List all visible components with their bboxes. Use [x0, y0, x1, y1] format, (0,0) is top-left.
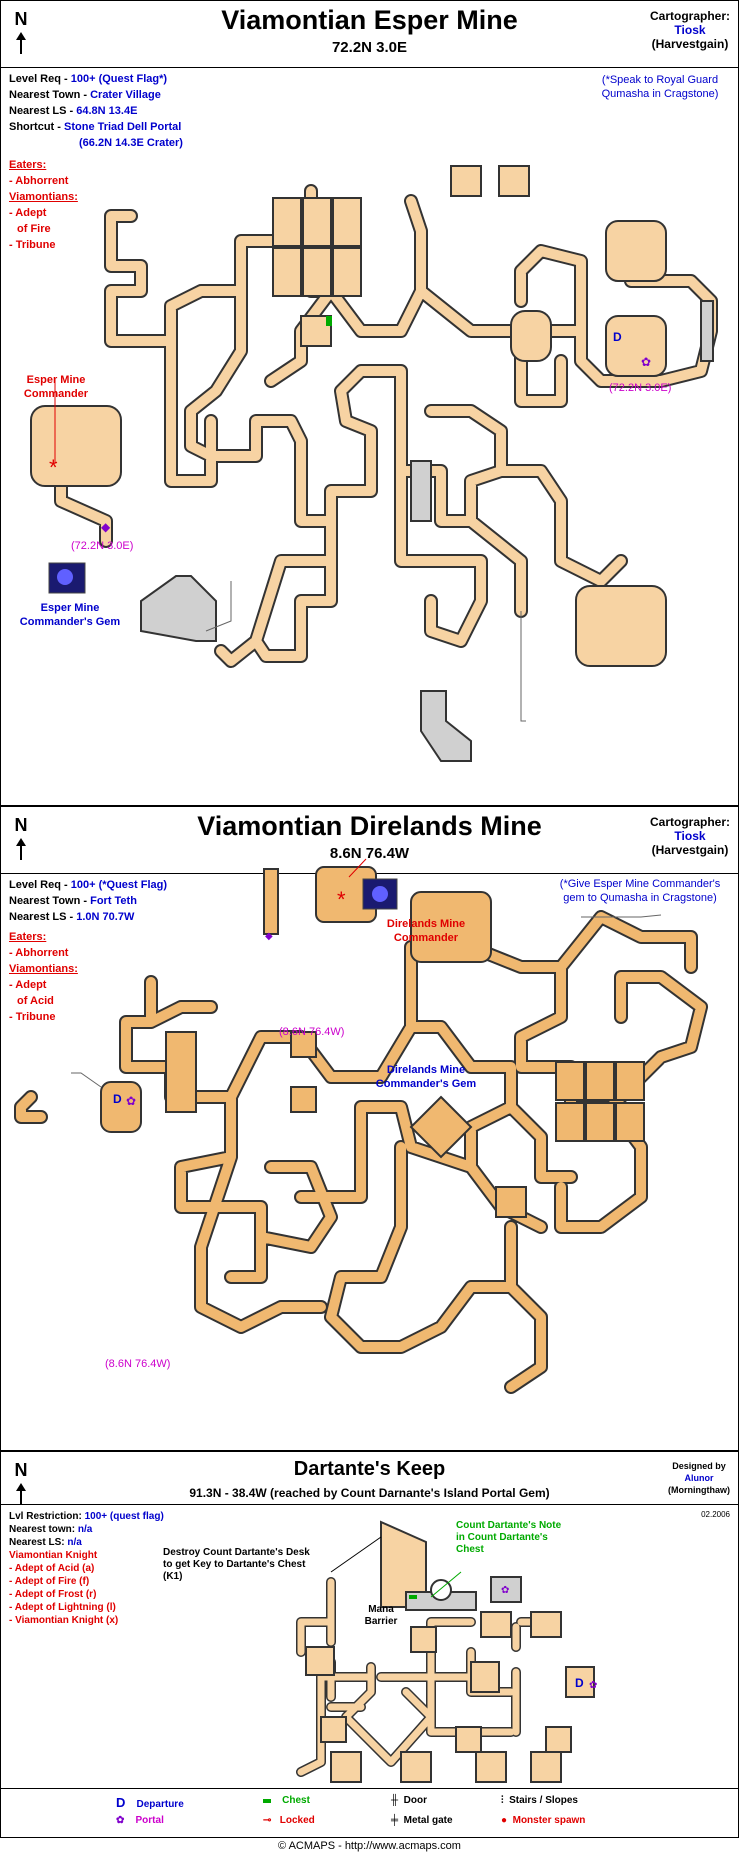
portal-icon: ✿	[501, 1585, 509, 1596]
eaters-list: Eaters: - Abhorrent Viamontians: - Adept…	[9, 931, 78, 1023]
chest-icon	[326, 316, 332, 326]
portal-coord-bottom: (8.6N 76.4W)	[105, 1358, 171, 1370]
mana-barrier-label: Mana Barrier	[364, 1604, 398, 1627]
locked-icon: ⊸	[263, 1815, 272, 1826]
portal-icon: ◆	[265, 931, 273, 942]
map-coords: 72.2N 3.0E	[331, 39, 408, 56]
keep-info: Lvl Restriction: 100+ (quest flag) Neare…	[9, 1511, 164, 1626]
map-coords: 8.6N 76.4W	[329, 845, 410, 862]
map-title: Viamontian Direlands Mine	[197, 811, 542, 841]
chest-icon	[409, 1595, 417, 1599]
departure-icon: D	[113, 1092, 122, 1106]
portal-icon: ◆	[101, 520, 111, 534]
north-arrow-icon: N	[11, 815, 31, 860]
esper-mine-map: * D ✿ ◆	[30, 165, 718, 762]
commander-label: Esper Mine Commander	[23, 374, 89, 400]
commander-label: Direlands Mine Commander	[386, 918, 466, 944]
north-arrow-icon: N	[11, 9, 31, 54]
chest-icon	[263, 1799, 271, 1803]
door-icon: ╫	[391, 1795, 399, 1806]
dartantes-keep-map: D ✿ ✿	[296, 1520, 597, 1783]
esper-mine-header: N Viamontian Esper Mine 72.2N 3.0E Carto…	[1, 1, 738, 68]
quest-note: (*Give Esper Mine Commander's gem to Qum…	[559, 878, 721, 904]
portal-coord-right: (72.2N 3.0E)	[609, 382, 672, 394]
portal-icon: ✿	[589, 1680, 597, 1691]
gem-label: Direlands Mine Commander's Gem	[375, 1064, 477, 1090]
map-coords: 91.3N - 38.4W (reached by Count Darnante…	[189, 1486, 550, 1500]
portal-icon: ✿	[641, 355, 651, 369]
footer: © ACMAPS - http://www.acmaps.com	[278, 1840, 461, 1852]
monster-spawn-icon: *	[337, 887, 346, 912]
esper-mine-panel: N Viamontian Esper Mine 72.2N 3.0E Carto…	[0, 0, 739, 806]
cartographer: Cartographer: Tiosk (Harvestgain)	[649, 815, 730, 857]
portal-coord-top: (8.6N 76.4W)	[279, 1026, 345, 1038]
eaters-list: Eaters: - Abhorrent Viamontians: - Adept…	[9, 159, 78, 251]
dartantes-keep-panel: N Dartante's Keep 91.3N - 38.4W (reached…	[0, 1451, 739, 1829]
monster-spawn-icon: ●	[501, 1815, 508, 1826]
direlands-mine-map: * D ✿ ◆	[14, 858, 708, 1394]
legend: D Departure ✿ Portal Chest ⊸ Locked ╫ Do…	[0, 1788, 739, 1838]
departure-icon: D	[116, 1795, 126, 1810]
portal-icon: ✿	[116, 1815, 125, 1826]
north-arrow-icon: N	[11, 1460, 31, 1505]
gem-label: Esper Mine Commander's Gem	[19, 602, 121, 628]
direlands-mine-panel: N Viamontian Direlands Mine 8.6N 76.4W C…	[0, 806, 739, 1451]
metal-gate-icon: ╪	[391, 1815, 399, 1826]
departure-icon: D	[575, 1676, 584, 1690]
esper-info: Level Req - 100+ (Quest Flag*) Nearest T…	[9, 73, 183, 149]
monster-spawn-icon: *	[49, 455, 58, 480]
count-note: Count Dartante's Note in Count Dartante'…	[456, 1520, 562, 1555]
departure-icon: D	[613, 330, 622, 344]
stairs-icon: ⫶	[501, 1795, 504, 1806]
portal-coord-left: (72.2N 3.0E)	[71, 540, 134, 552]
cartographer: Cartographer: Tiosk (Harvestgain)	[649, 9, 730, 51]
designer: Designed by Alunor (Morningthaw)	[668, 1461, 730, 1495]
map-title: Viamontian Esper Mine	[221, 5, 518, 35]
portal-icon: ✿	[126, 1094, 136, 1108]
map-title: Dartante's Keep	[293, 1458, 446, 1480]
direlands-info: Level Req - 100+ (*Quest Flag) Nearest T…	[9, 879, 168, 923]
desk-note: Destroy Count Dartante's Desk to get Key…	[163, 1547, 310, 1582]
date: 02.2006	[701, 1510, 730, 1519]
quest-note: (*Speak to Royal Guard Qumasha in Cragst…	[601, 74, 719, 100]
